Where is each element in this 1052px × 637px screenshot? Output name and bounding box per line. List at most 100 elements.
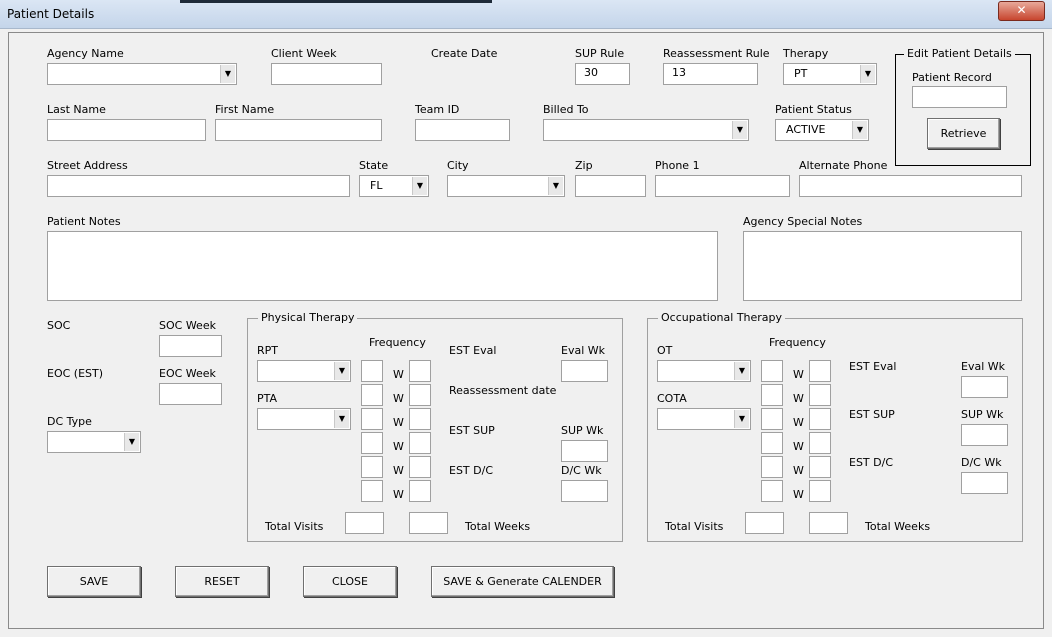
agency-name-select[interactable]: ▼ xyxy=(47,63,237,85)
alternate-phone-label: Alternate Phone xyxy=(799,159,888,172)
chevron-down-icon: ▼ xyxy=(124,433,139,451)
first-name-input[interactable] xyxy=(215,119,382,141)
pt-eval-wk-input[interactable] xyxy=(561,360,608,382)
ot-freq-weeks-3[interactable] xyxy=(809,408,831,430)
eoc-week-input[interactable] xyxy=(159,383,222,405)
ot-select[interactable]: ▼ xyxy=(657,360,751,382)
street-address-input[interactable] xyxy=(47,175,350,197)
pt-total-weeks-input[interactable] xyxy=(409,512,448,534)
last-name-input[interactable] xyxy=(47,119,206,141)
client-week-input[interactable] xyxy=(271,63,382,85)
ot-w-label: W xyxy=(793,392,804,405)
ot-freq-visits-6[interactable] xyxy=(761,480,783,502)
close-window-button[interactable]: ✕ xyxy=(998,1,1045,21)
pt-freq-weeks-1[interactable] xyxy=(409,360,431,382)
zip-input[interactable] xyxy=(575,175,646,197)
pt-freq-weeks-6[interactable] xyxy=(409,480,431,502)
occupational-therapy-frame xyxy=(647,318,1023,542)
billed-to-select[interactable]: ▼ xyxy=(543,119,749,141)
pt-est-sup-label: EST SUP xyxy=(449,424,495,437)
ot-frequency-label: Frequency xyxy=(769,336,826,349)
ot-freq-weeks-2[interactable] xyxy=(809,384,831,406)
pt-sup-wk-input[interactable] xyxy=(561,440,608,462)
ot-freq-visits-2[interactable] xyxy=(761,384,783,406)
alternate-phone-input[interactable] xyxy=(799,175,1022,197)
phone1-input[interactable] xyxy=(655,175,790,197)
chevron-down-icon: ▼ xyxy=(548,177,563,195)
chevron-down-icon: ▼ xyxy=(860,65,875,83)
pt-total-visits-input[interactable] xyxy=(345,512,384,534)
ot-eval-wk-input[interactable] xyxy=(961,376,1008,398)
pt-est-dc-label: EST D/C xyxy=(449,464,494,477)
ot-freq-weeks-4[interactable] xyxy=(809,432,831,454)
chevron-down-icon: ▼ xyxy=(412,177,427,195)
chevron-down-icon: ▼ xyxy=(334,362,349,380)
agency-special-notes-label: Agency Special Notes xyxy=(743,215,863,228)
ot-freq-visits-5[interactable] xyxy=(761,456,783,478)
billed-to-label: Billed To xyxy=(543,103,589,116)
city-select[interactable]: ▼ xyxy=(447,175,565,197)
pt-freq-weeks-3[interactable] xyxy=(409,408,431,430)
pt-freq-visits-6[interactable] xyxy=(361,480,383,502)
ot-label: OT xyxy=(657,344,673,357)
ot-freq-visits-3[interactable] xyxy=(761,408,783,430)
pt-freq-visits-3[interactable] xyxy=(361,408,383,430)
ot-dc-wk-input[interactable] xyxy=(961,472,1008,494)
state-value: FL xyxy=(370,179,383,192)
client-week-label: Client Week xyxy=(271,47,337,60)
ot-w-label: W xyxy=(793,488,804,501)
pt-freq-weeks-5[interactable] xyxy=(409,456,431,478)
physical-therapy-frame xyxy=(247,318,623,542)
agency-special-notes-textarea[interactable] xyxy=(743,231,1022,301)
ot-freq-weeks-1[interactable] xyxy=(809,360,831,382)
state-label: State xyxy=(359,159,389,172)
ot-freq-visits-4[interactable] xyxy=(761,432,783,454)
ot-eval-wk-label: Eval Wk xyxy=(961,360,1005,373)
pt-freq-visits-4[interactable] xyxy=(361,432,383,454)
save-generate-calendar-button[interactable]: SAVE & Generate CALENDER xyxy=(431,566,614,597)
ot-freq-weeks-6[interactable] xyxy=(809,480,831,502)
ot-total-visits-input[interactable] xyxy=(745,512,784,534)
pt-freq-weeks-2[interactable] xyxy=(409,384,431,406)
reset-button[interactable]: RESET xyxy=(175,566,269,597)
pt-w-label: W xyxy=(393,440,404,453)
ot-sup-wk-input[interactable] xyxy=(961,424,1008,446)
pt-est-eval-label: EST Eval xyxy=(449,344,497,357)
pt-dc-wk-label: D/C Wk xyxy=(561,464,602,477)
ot-est-sup-label: EST SUP xyxy=(849,408,895,421)
pta-label: PTA xyxy=(257,392,278,405)
pt-freq-visits-1[interactable] xyxy=(361,360,383,382)
patient-record-input[interactable] xyxy=(912,86,1007,108)
close-button[interactable]: CLOSE xyxy=(303,566,397,597)
dc-type-select[interactable]: ▼ xyxy=(47,431,141,453)
sup-rule-input[interactable]: 30 xyxy=(575,63,630,85)
soc-week-input[interactable] xyxy=(159,335,222,357)
patient-notes-textarea[interactable] xyxy=(47,231,718,301)
soc-week-label: SOC Week xyxy=(159,319,216,332)
ot-freq-visits-1[interactable] xyxy=(761,360,783,382)
save-button[interactable]: SAVE xyxy=(47,566,141,597)
cota-select[interactable]: ▼ xyxy=(657,408,751,430)
reassessment-rule-input[interactable]: 13 xyxy=(663,63,758,85)
patient-status-select[interactable]: ACTIVE▼ xyxy=(775,119,869,141)
first-name-label: First Name xyxy=(215,103,275,116)
pt-w-label: W xyxy=(393,488,404,501)
team-id-input[interactable] xyxy=(415,119,510,141)
close-icon: ✕ xyxy=(1016,3,1027,17)
eoc-label: EOC (EST) xyxy=(47,367,104,380)
pt-dc-wk-input[interactable] xyxy=(561,480,608,502)
title-bar xyxy=(0,0,1052,29)
pt-freq-weeks-4[interactable] xyxy=(409,432,431,454)
therapy-select[interactable]: PT▼ xyxy=(783,63,877,85)
pt-total-visits-label: Total Visits xyxy=(265,520,324,533)
pt-freq-visits-2[interactable] xyxy=(361,384,383,406)
state-select[interactable]: FL ▼ xyxy=(359,175,429,197)
retrieve-button[interactable]: Retrieve xyxy=(927,118,1000,149)
ot-freq-weeks-5[interactable] xyxy=(809,456,831,478)
pt-freq-visits-5[interactable] xyxy=(361,456,383,478)
ot-total-weeks-input[interactable] xyxy=(809,512,848,534)
chevron-down-icon: ▼ xyxy=(220,65,235,83)
zip-label: Zip xyxy=(575,159,593,172)
pta-select[interactable]: ▼ xyxy=(257,408,351,430)
rpt-select[interactable]: ▼ xyxy=(257,360,351,382)
